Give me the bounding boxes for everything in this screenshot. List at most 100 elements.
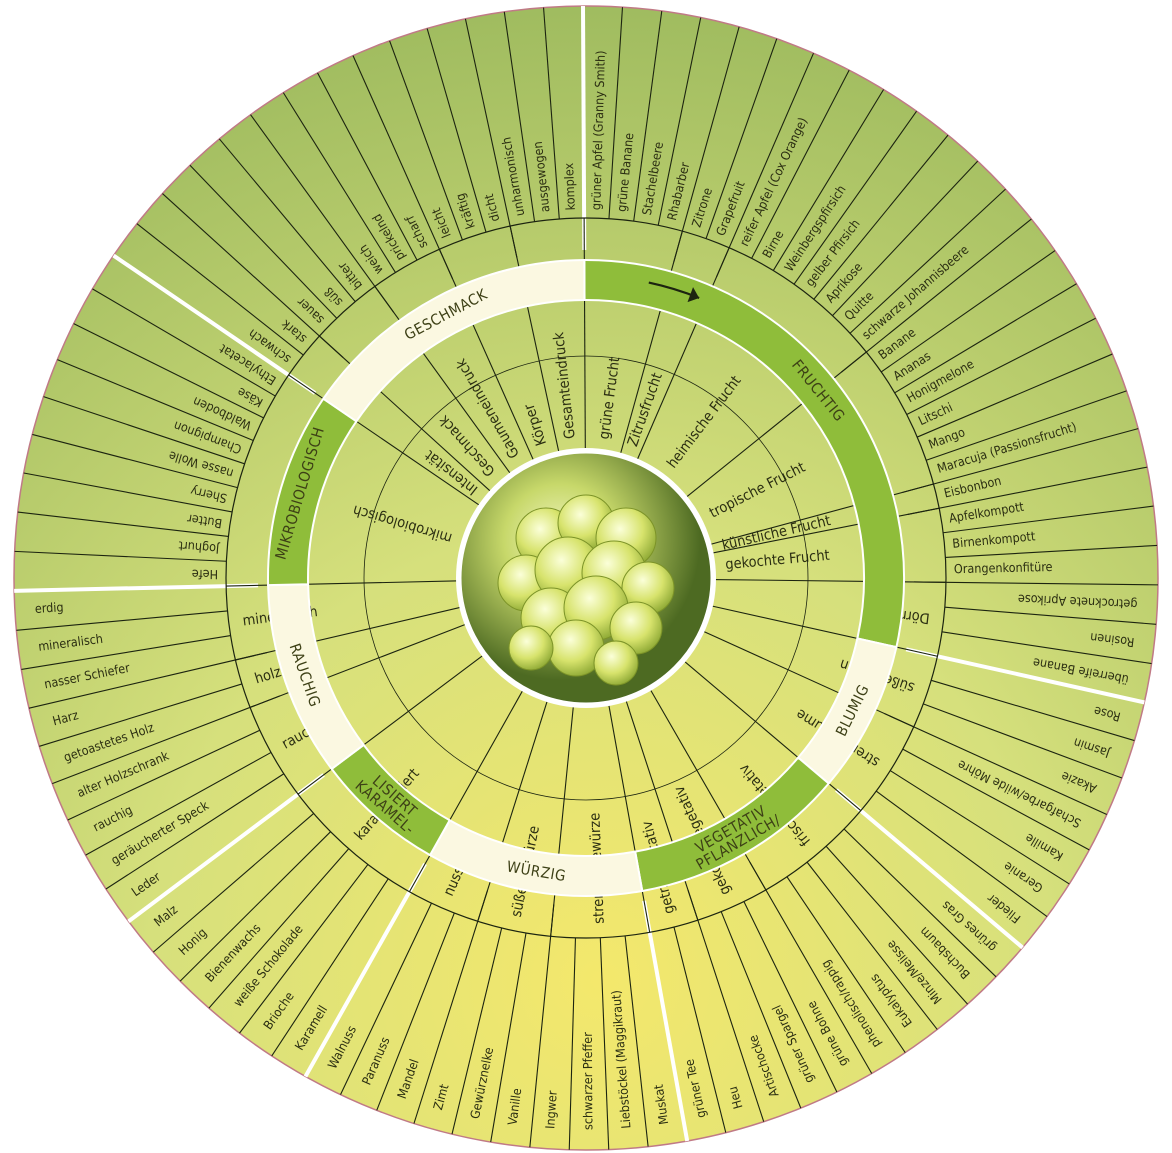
- term-divider: [282, 92, 396, 273]
- term-divider: [43, 396, 245, 465]
- grape-berry: [508, 625, 554, 671]
- term-divider: [930, 679, 1135, 742]
- term-divider: [162, 193, 344, 358]
- term-divider: [751, 69, 850, 259]
- term-divider: [92, 288, 276, 397]
- term-label: Muskat: [651, 1083, 672, 1126]
- subcategory-divider: [249, 622, 469, 708]
- term-label: dicht: [481, 192, 503, 223]
- term-label: Vanille: [504, 1087, 524, 1126]
- term-label: getrocknete Aprikose: [1017, 592, 1137, 613]
- category-divider: [581, 5, 587, 251]
- category-divider: [112, 253, 317, 395]
- subcategory-divider: [477, 698, 549, 922]
- term-divider: [317, 72, 418, 261]
- subcategory-divider: [648, 686, 767, 891]
- term-divider: [340, 902, 432, 1095]
- term-divider: [503, 11, 536, 222]
- term-label: erdig: [34, 599, 64, 616]
- subcategory-divider: [619, 230, 683, 457]
- subcategory-divider: [550, 703, 575, 937]
- term-divider: [250, 114, 395, 313]
- term-divider: [179, 831, 331, 982]
- subcategory-divider: [408, 687, 525, 892]
- term-divider: [813, 134, 949, 300]
- term-divider: [841, 218, 1032, 373]
- term-divider: [85, 751, 272, 856]
- term-divider: [923, 703, 1123, 779]
- subcategory-divider: [288, 374, 483, 508]
- subcategory-divider: [709, 507, 940, 555]
- term-divider: [832, 160, 979, 317]
- subcategory-divider: [624, 697, 699, 921]
- term-divider: [32, 433, 238, 489]
- term-divider: [720, 911, 802, 1109]
- term-divider: [152, 813, 315, 953]
- term-divider: [894, 283, 1077, 394]
- term-divider: [902, 428, 1139, 493]
- term-divider: [687, 889, 765, 1122]
- term-divider: [271, 878, 389, 1057]
- subcategory-divider: [509, 225, 560, 455]
- term-label: Harz: [51, 707, 80, 728]
- term-divider: [657, 17, 702, 226]
- term-divider: [136, 223, 304, 356]
- subcategory-divider: [635, 247, 730, 463]
- term-divider: [772, 89, 885, 271]
- term-divider: [917, 353, 1113, 438]
- subcategory-divider: [438, 248, 536, 464]
- term-divider: [490, 932, 527, 1143]
- term-divider: [73, 323, 264, 419]
- term-divider: [705, 38, 778, 239]
- term-label: komplex: [561, 162, 578, 210]
- term-divider: [529, 904, 555, 1148]
- subcategory-divider: [700, 629, 915, 728]
- term-divider: [376, 912, 455, 1111]
- subcategory-divider: [681, 658, 862, 812]
- category-band-geschmack: [321, 258, 586, 423]
- term-divider: [21, 635, 231, 671]
- subcategory-divider: [711, 578, 946, 583]
- term-divider: [543, 7, 560, 220]
- subcategory-divider: [607, 701, 651, 933]
- subcategory-divider: [297, 653, 486, 795]
- category-divider: [642, 900, 690, 1142]
- term-divider: [825, 845, 968, 1005]
- term-label: schwarzer Pfeffer: [580, 1032, 596, 1130]
- term-divider: [902, 748, 1090, 851]
- term-divider: [28, 652, 267, 709]
- term-divider: [849, 188, 1006, 334]
- term-divider: [715, 52, 815, 278]
- category-divider: [303, 862, 427, 1078]
- term-label: Rosinen: [1089, 630, 1135, 650]
- category-divider: [835, 788, 1024, 950]
- term-divider: [843, 828, 997, 978]
- term-divider: [806, 861, 938, 1030]
- term-divider: [426, 28, 487, 233]
- term-divider: [875, 790, 1048, 918]
- term-divider: [673, 26, 740, 263]
- term-divider: [413, 890, 488, 1124]
- category-divider: [905, 647, 1145, 705]
- term-divider: [57, 359, 254, 442]
- term-divider: [389, 40, 463, 241]
- term-divider: [907, 466, 1148, 515]
- term-divider: [67, 729, 261, 821]
- term-label: Heu: [725, 1085, 746, 1111]
- term-divider: [599, 937, 610, 1150]
- term-divider: [105, 773, 285, 890]
- subcategory-divider: [374, 286, 513, 477]
- subcategory-divider: [683, 351, 867, 500]
- middle-ring-outline: [225, 217, 947, 939]
- term-divider: [218, 138, 356, 303]
- term-divider: [451, 927, 503, 1135]
- term-label: Rose: [1092, 703, 1122, 724]
- subcategory-divider: [235, 606, 464, 661]
- term-divider: [889, 770, 1070, 885]
- term-label: grüner Apfel (Granny Smith): [588, 50, 608, 210]
- term-divider: [189, 164, 338, 319]
- term-label: Hefe: [192, 567, 219, 582]
- arrow-head-icon: [687, 287, 700, 303]
- term-label: Butter: [186, 511, 223, 531]
